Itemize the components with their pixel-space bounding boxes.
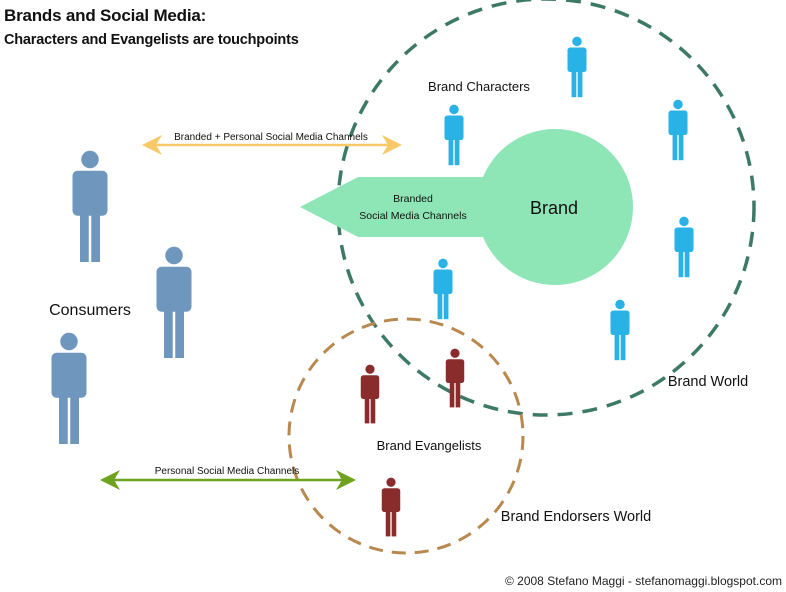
brand-evangelist-figure bbox=[360, 364, 380, 424]
consumer-figure bbox=[72, 150, 108, 262]
consumer-figure bbox=[51, 332, 87, 444]
consumers-label: Consumers bbox=[49, 302, 131, 319]
brand-character-figure bbox=[668, 99, 688, 161]
brand-bubble bbox=[300, 129, 634, 285]
brand-characters-label: Brand Characters bbox=[428, 79, 530, 94]
page-subtitle: Characters and Evangelists are touchpoin… bbox=[4, 32, 299, 48]
branded-channels-label-line2: Social Media Channels bbox=[359, 210, 466, 222]
page-title: Brands and Social Media: bbox=[4, 6, 207, 25]
brand-evangelists-label: Brand Evangelists bbox=[377, 438, 482, 453]
brand-character-figure bbox=[567, 36, 587, 98]
arrow-head-left bbox=[142, 135, 162, 155]
brand-character-figure bbox=[444, 104, 464, 166]
brand-character-figure bbox=[433, 258, 453, 320]
arrow-head-right bbox=[336, 470, 356, 490]
brand-endorsers-world-circle bbox=[287, 317, 525, 555]
consumer-figure bbox=[156, 246, 192, 358]
arrow-head-left bbox=[100, 470, 120, 490]
brand-endorsers-world-label: Brand Endorsers World bbox=[501, 509, 651, 525]
brand-world-label: Brand World bbox=[668, 374, 748, 390]
brand-character-figure bbox=[674, 216, 694, 278]
copyright-notice: © 2008 Stefano Maggi - stefanomaggi.blog… bbox=[504, 574, 782, 588]
brand-character-figure bbox=[610, 299, 630, 361]
brand-label: Brand bbox=[530, 198, 578, 218]
brand-evangelist-figure bbox=[381, 477, 401, 537]
branded-personal-channels-label: Branded + Personal Social Media Channels bbox=[174, 132, 368, 143]
arrow-head-right bbox=[382, 135, 402, 155]
branded-channels-label-line1: Branded bbox=[393, 193, 433, 205]
personal-channels-label: Personal Social Media Channels bbox=[155, 466, 300, 477]
